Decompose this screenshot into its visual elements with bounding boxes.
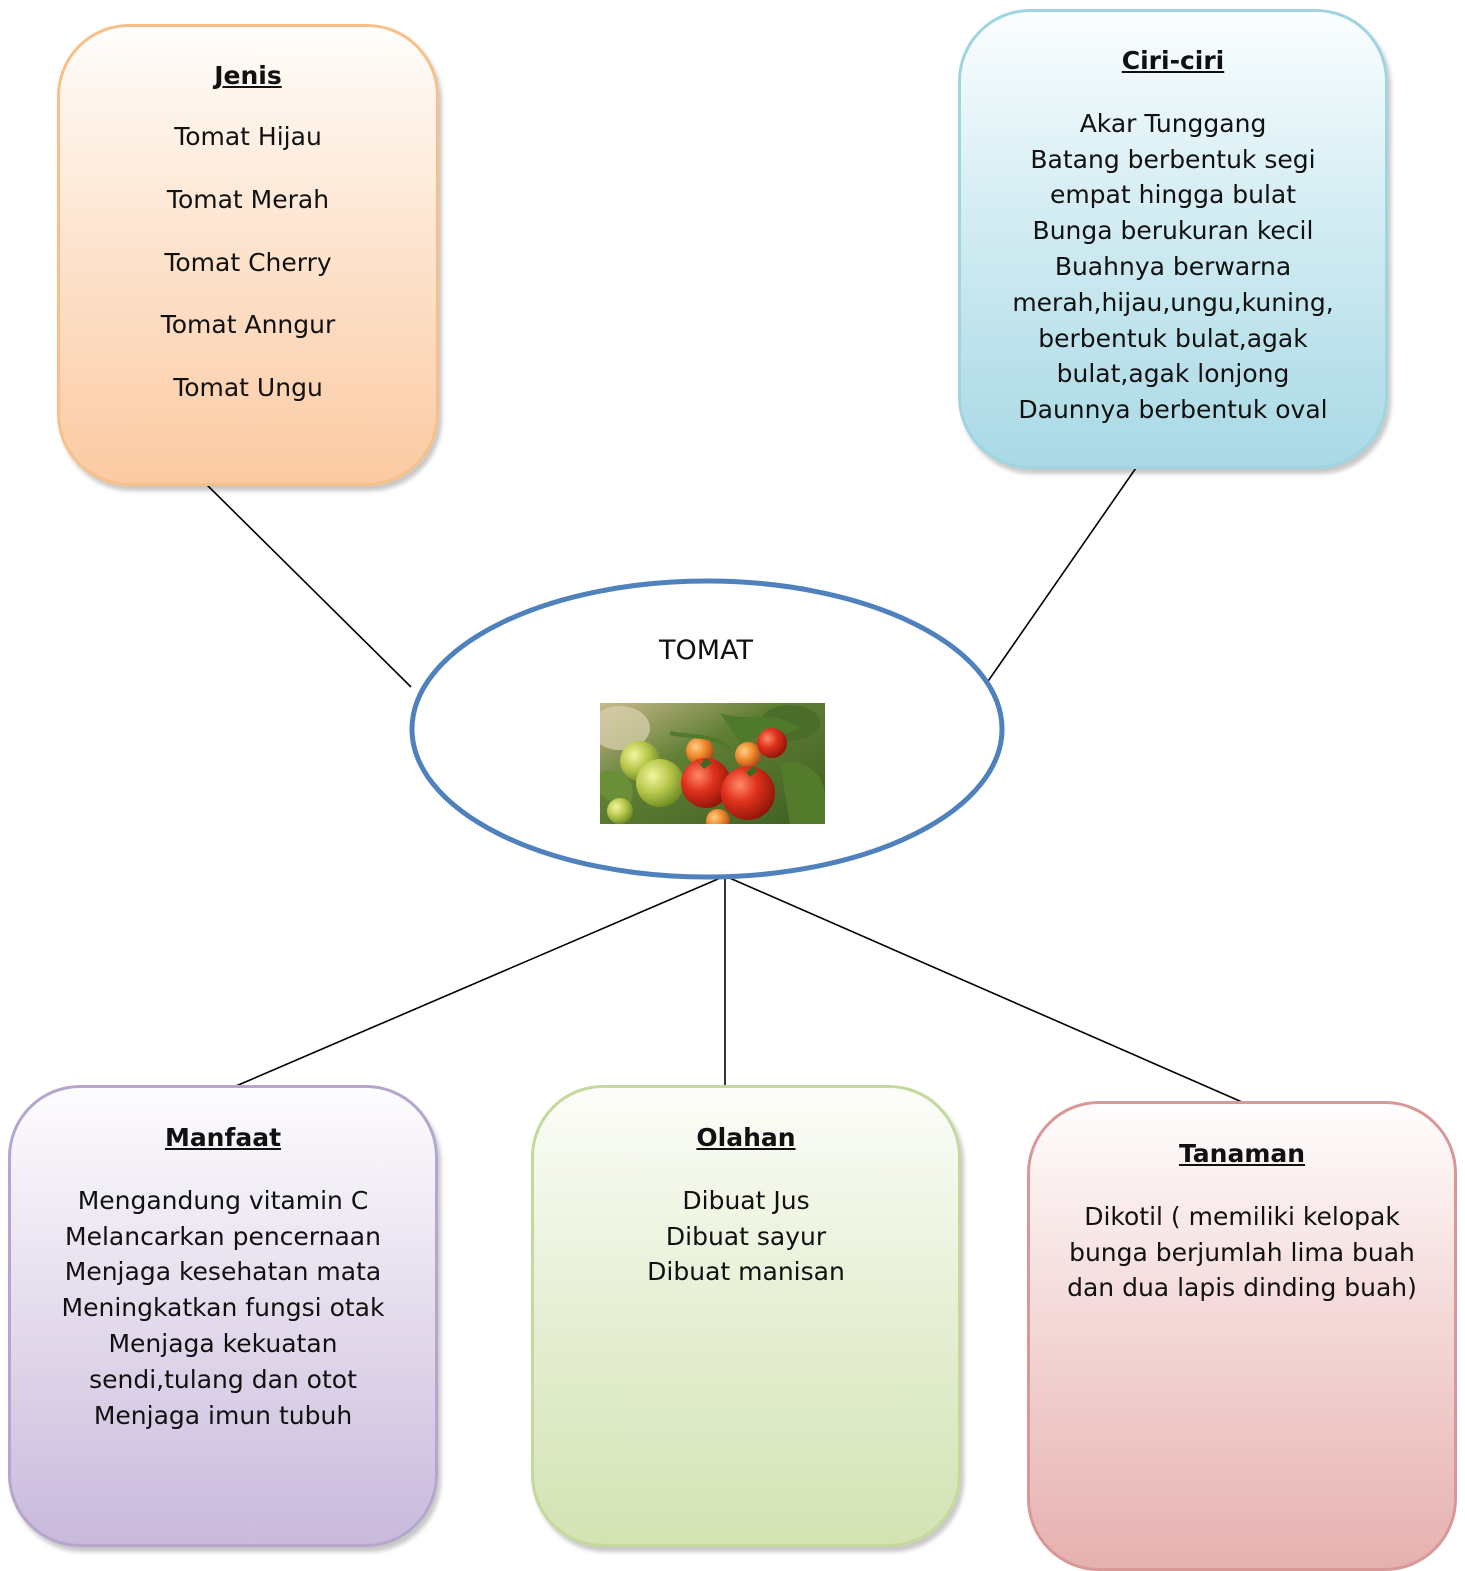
olahan-line: Dibuat Jus	[682, 1185, 810, 1215]
manfaat-line: Melancarkan pencernaan	[65, 1221, 381, 1251]
olahan-line: Dibuat sayur	[665, 1221, 827, 1251]
ciri-box: Ciri-ciri Akar Tunggang Batang berbentuk…	[958, 9, 1388, 469]
ciri-line: Daunnya berbentuk oval	[1018, 395, 1328, 425]
ciri-line: Batang berbentuk segi	[1030, 144, 1316, 174]
jenis-item: Tomat Anngur	[160, 310, 336, 340]
tanaman-box: Tanaman Dikotil ( memiliki kelopak bunga…	[1027, 1101, 1457, 1571]
connector-jenis	[202, 480, 412, 688]
ciri-line: empat hingga bulat	[1049, 180, 1297, 210]
tanaman-line: Dikotil ( memiliki kelopak	[1084, 1201, 1400, 1231]
ciri-title: Ciri-ciri	[1121, 46, 1225, 75]
tomato-photo	[600, 703, 825, 824]
jenis-item: Tomat Ungu	[173, 373, 323, 403]
ciri-line: Akar Tunggang	[1079, 108, 1267, 138]
manfaat-line: sendi,tulang dan otot	[89, 1364, 357, 1394]
manfaat-line: Menjaga kekuatan	[108, 1328, 338, 1358]
center-title: TOMAT	[659, 635, 753, 666]
olahan-title: Olahan	[696, 1123, 796, 1152]
jenis-box: Jenis Tomat Hijau Tomat Merah Tomat Cher…	[57, 24, 439, 486]
ciri-line: Bunga berukuran kecil	[1032, 216, 1314, 246]
ciri-line: bulat,agak lonjong	[1056, 359, 1290, 389]
connector-tanaman	[724, 875, 1243, 1103]
connector-ciri	[983, 464, 1139, 688]
ciri-line: Buahnya berwarna	[1054, 251, 1292, 281]
olahan-line: Dibuat manisan	[647, 1257, 845, 1287]
connector-manfaat	[235, 875, 726, 1087]
ciri-line: berbentuk bulat,agak	[1038, 323, 1308, 353]
tanaman-line: dan dua lapis dinding buah)	[1067, 1273, 1417, 1303]
ciri-line: merah,hijau,ungu,kuning,	[1012, 287, 1334, 317]
manfaat-line: Menjaga kesehatan mata	[64, 1257, 382, 1287]
manfaat-title: Manfaat	[164, 1123, 282, 1152]
manfaat-line: Menjaga imun tubuh	[93, 1400, 353, 1430]
jenis-item: Tomat Merah	[166, 184, 330, 214]
tanaman-line: bunga berjumlah lima buah	[1069, 1237, 1415, 1267]
jenis-item: Tomat Hijau	[174, 122, 322, 151]
tanaman-title: Tanaman	[1178, 1139, 1306, 1168]
manfaat-box: Manfaat Mengandung vitamin C Melancarkan…	[8, 1085, 438, 1547]
jenis-title: Jenis	[214, 61, 282, 90]
manfaat-line: Meningkatkan fungsi otak	[61, 1293, 385, 1323]
jenis-item: Tomat Cherry	[164, 247, 332, 277]
manfaat-line: Mengandung vitamin C	[77, 1185, 369, 1215]
olahan-box: Olahan Dibuat Jus Dibuat sayur Dibuat ma…	[531, 1085, 961, 1547]
